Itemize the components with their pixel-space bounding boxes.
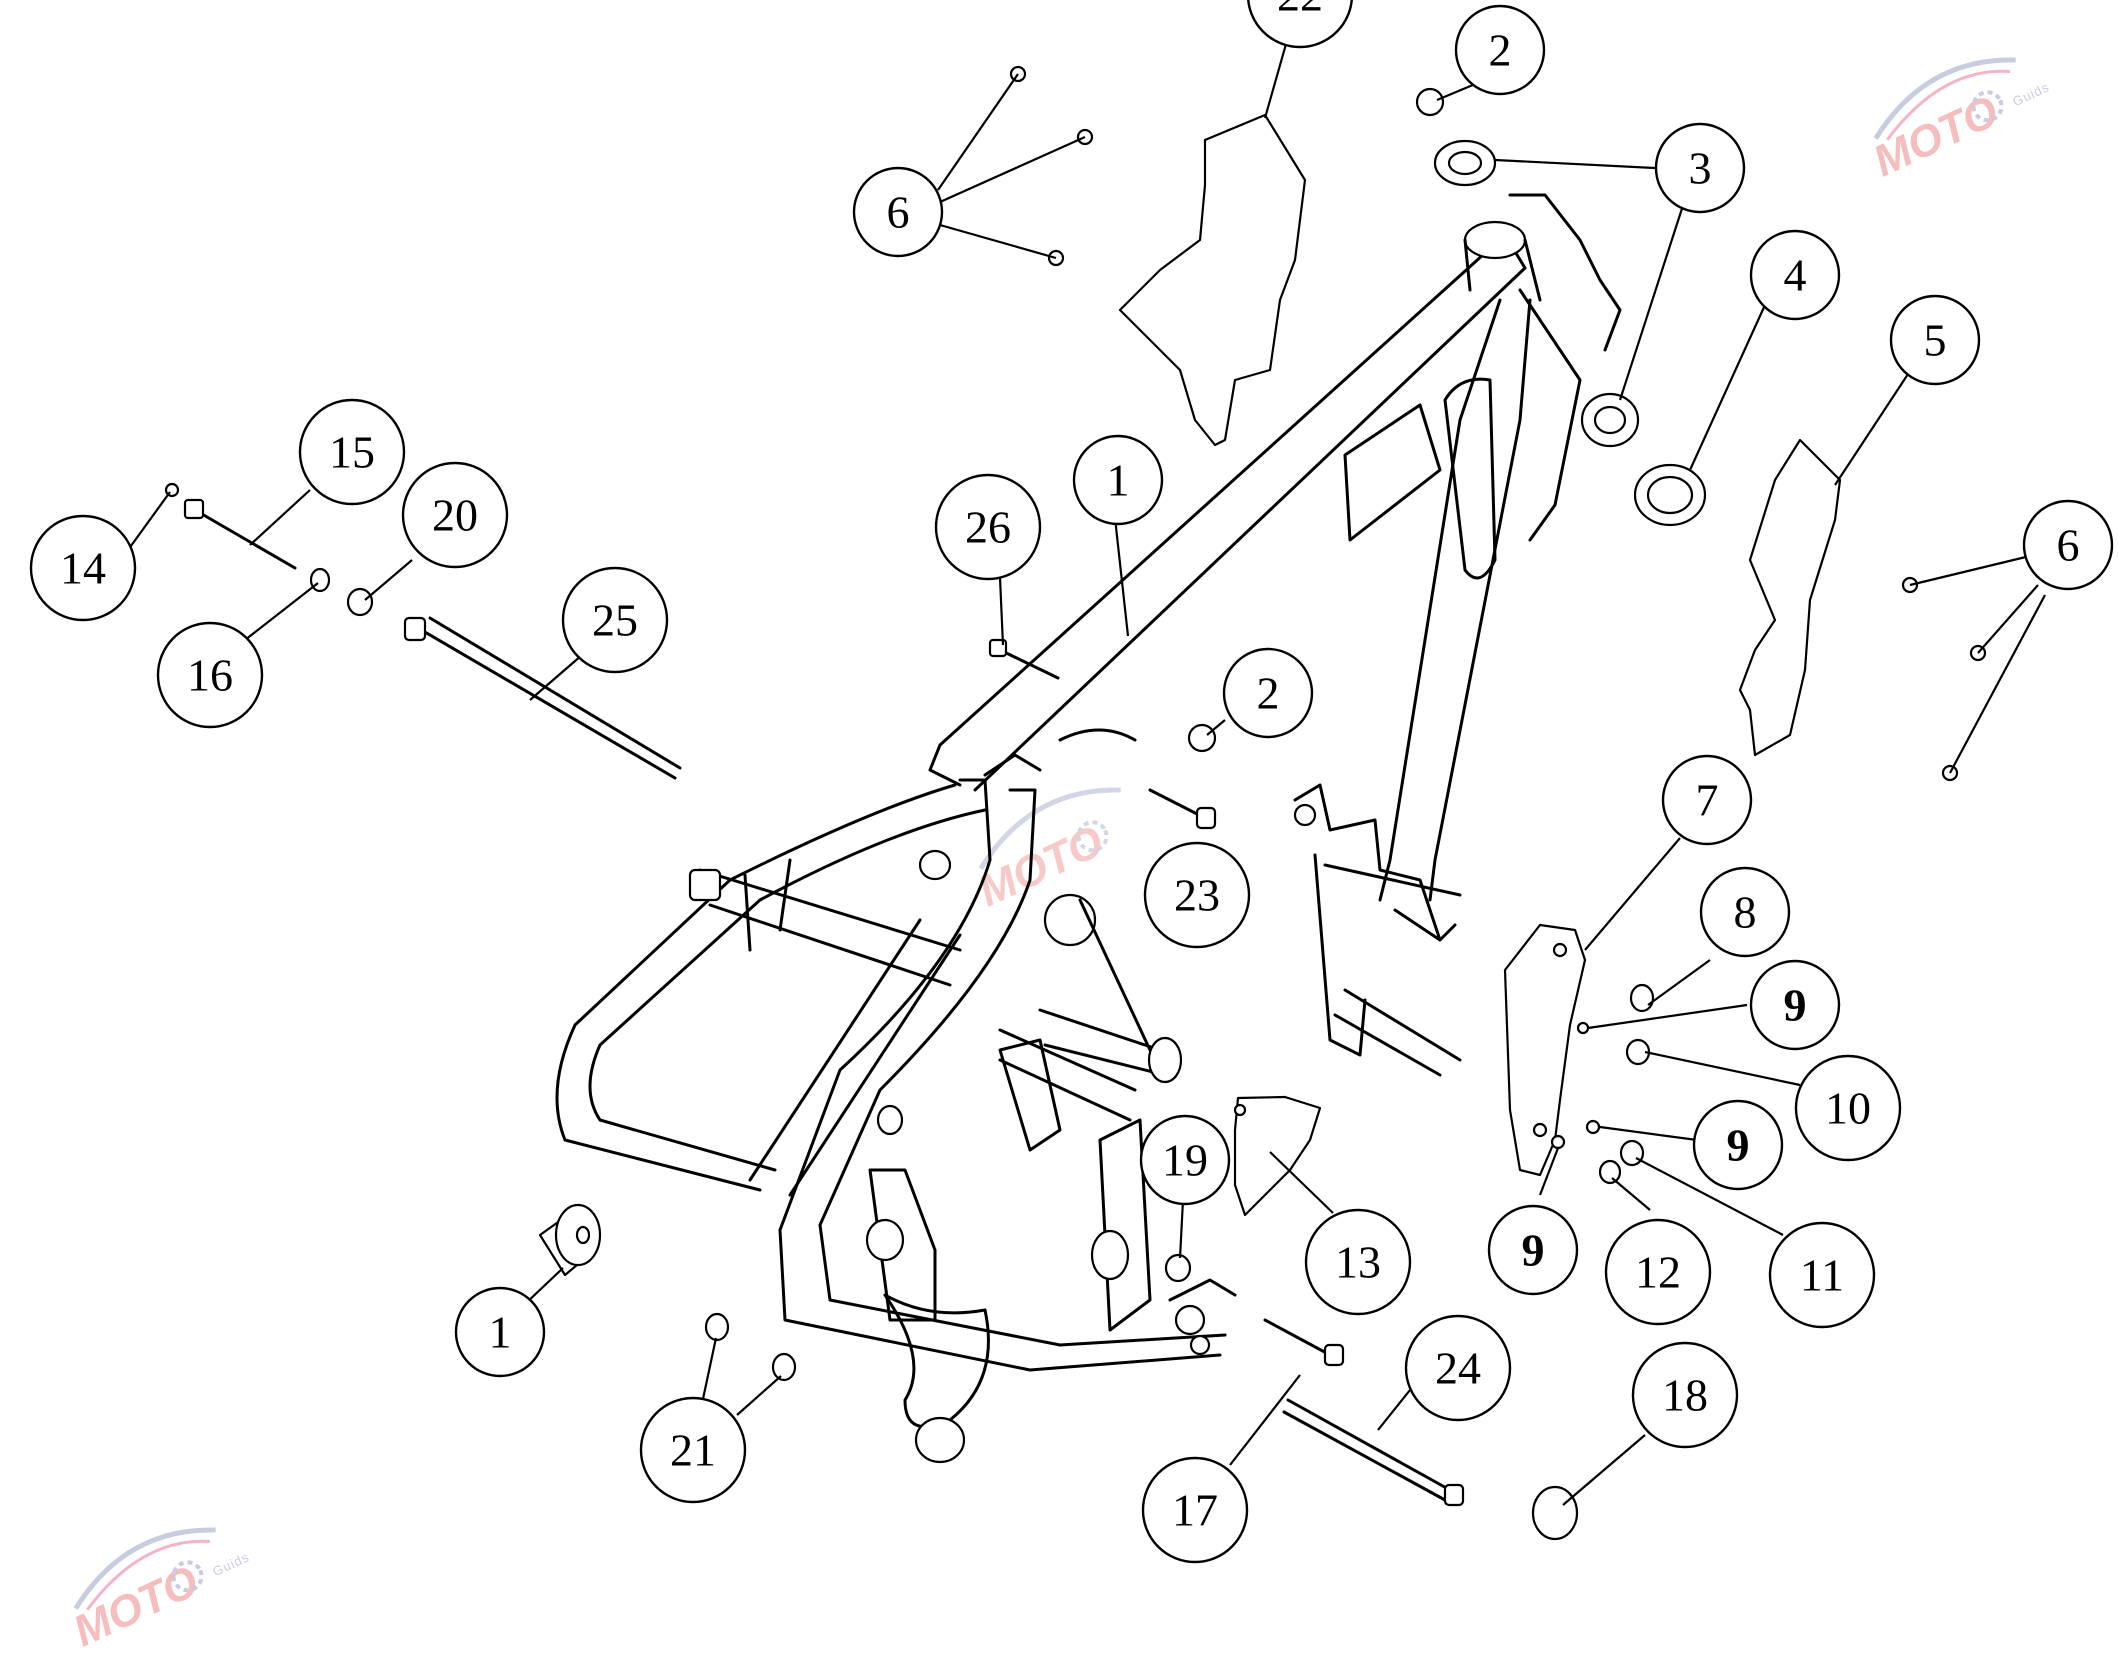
svg-text:6: 6: [2057, 520, 2080, 571]
mount-plate-7: [1503, 923, 1587, 1177]
bolt-23: [1148, 788, 1207, 820]
callout-21: 21: [639, 1396, 747, 1504]
callout-12: 12: [1604, 1218, 1712, 1326]
svg-text:18: 18: [1662, 1370, 1708, 1421]
svg-text:22: 22: [1277, 0, 1323, 21]
callout-1-bottom: 1: [454, 1286, 546, 1378]
svg-text:MOTO: MOTO: [66, 1556, 206, 1656]
callout-15: 15: [298, 398, 406, 506]
callout-11: 11: [1768, 1221, 1876, 1329]
svg-text:12: 12: [1635, 1247, 1681, 1298]
watermark-logo-top-right: MOTO Guids: [1866, 57, 2052, 186]
seal-2-middle: [1187, 723, 1217, 753]
svg-text:7: 7: [1696, 775, 1719, 826]
svg-text:6: 6: [887, 187, 910, 238]
callout-9-lower: 9: [1487, 1204, 1579, 1296]
svg-text:14: 14: [60, 543, 106, 594]
callout-3: 3: [1654, 122, 1746, 214]
callout-17: 17: [1141, 1456, 1249, 1564]
nut-21-a: [704, 1312, 730, 1342]
svg-text:Guids: Guids: [210, 1549, 252, 1579]
nut-11: [1619, 1139, 1645, 1167]
callout-9-middle: 9: [1692, 1099, 1784, 1191]
callout-2-middle: 2: [1222, 647, 1314, 739]
callout-19: 19: [1139, 1114, 1231, 1206]
callout-16: 16: [156, 621, 264, 729]
bolt-15: [193, 508, 297, 570]
nut-12: [1598, 1159, 1622, 1185]
callout-7: 7: [1661, 754, 1753, 846]
svg-text:26: 26: [965, 502, 1011, 553]
seal-2-top: [1415, 87, 1445, 117]
main-frame: [555, 193, 1622, 1464]
callout-26: 26: [934, 473, 1042, 581]
svg-text:10: 10: [1825, 1083, 1871, 1134]
callout-5: 5: [1889, 294, 1981, 386]
nut-20: [346, 587, 374, 617]
callout-8: 8: [1699, 866, 1791, 958]
svg-text:5: 5: [1924, 315, 1947, 366]
leader-lines: [127, 29, 2046, 1506]
watermark-logo-bottom-left: MOTO Guids: [66, 1527, 252, 1656]
callout-23: 23: [1143, 841, 1251, 949]
svg-text:21: 21: [670, 1425, 716, 1476]
callout-20: 20: [401, 461, 509, 569]
svg-text:11: 11: [1800, 1250, 1844, 1301]
cap-18: [1531, 1485, 1579, 1541]
callout-25: 25: [561, 566, 669, 674]
svg-text:1: 1: [1107, 455, 1130, 506]
callout-24: 24: [1404, 1314, 1512, 1422]
side-panel-5: [1738, 438, 1842, 757]
callout-14: 14: [29, 514, 137, 622]
svg-text:MOTO: MOTO: [1866, 86, 2006, 186]
nut-21-b: [771, 1352, 797, 1382]
svg-text:23: 23: [1174, 870, 1220, 921]
svg-text:3: 3: [1689, 143, 1712, 194]
bolt-26: [998, 648, 1060, 680]
svg-text:2: 2: [1257, 668, 1280, 719]
callout-4: 4: [1749, 229, 1841, 321]
svg-text:9: 9: [1522, 1225, 1545, 1276]
svg-text:25: 25: [592, 595, 638, 646]
bolt-25: [416, 626, 677, 780]
svg-text:MOTO: MOTO: [971, 816, 1111, 916]
washer-8: [1629, 983, 1655, 1013]
svg-text:1: 1: [489, 1307, 512, 1358]
callout-18: 18: [1631, 1341, 1739, 1449]
callout-13: 13: [1304, 1208, 1412, 1316]
svg-text:2: 2: [1489, 25, 1512, 76]
rubber-bush-1: [538, 1203, 602, 1277]
bolt-24: [1286, 1398, 1452, 1492]
svg-text:Guids: Guids: [2010, 79, 2052, 109]
callout-9-upper: 9: [1749, 959, 1841, 1051]
bolt-17: [1263, 1318, 1334, 1358]
callout-6-top: 6: [852, 166, 944, 258]
svg-text:15: 15: [329, 427, 375, 478]
svg-text:20: 20: [432, 490, 478, 541]
svg-text:8: 8: [1734, 887, 1757, 938]
svg-text:19: 19: [1162, 1135, 1208, 1186]
callout-10: 10: [1794, 1054, 1902, 1162]
callout-2-top: 2: [1454, 4, 1546, 96]
svg-text:17: 17: [1172, 1485, 1218, 1536]
svg-text:16: 16: [187, 650, 233, 701]
side-panel-22: [1118, 113, 1307, 447]
nut-19: [1164, 1253, 1192, 1283]
svg-text:9: 9: [1727, 1120, 1750, 1171]
callout-6-right: 6: [2022, 499, 2114, 591]
svg-text:13: 13: [1335, 1237, 1381, 1288]
svg-text:9: 9: [1784, 980, 1807, 1031]
bracket-13: [1233, 1095, 1322, 1217]
svg-text:4: 4: [1784, 250, 1807, 301]
callout-1-top: 1: [1072, 434, 1164, 526]
callout-22: 22: [1247, 0, 1353, 49]
svg-text:24: 24: [1435, 1343, 1481, 1394]
